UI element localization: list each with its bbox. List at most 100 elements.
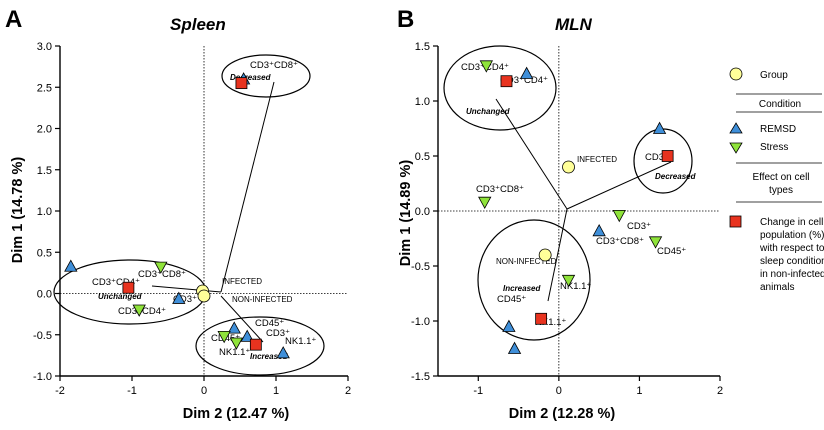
legend-effect-line-3: with respect to — [759, 243, 824, 254]
pa-point-11 — [217, 330, 231, 344]
line-b-decreased — [566, 161, 672, 210]
pa-ytick-label-1: -0.5 — [33, 330, 52, 342]
pa-xtick-label-1: -1 — [127, 385, 137, 397]
ellipse-b-unchanged — [443, 45, 557, 131]
pa-point-9 — [227, 321, 241, 334]
legend-effect-marker — [729, 215, 742, 228]
legend-condition-header: Condition — [759, 99, 801, 110]
label-a-nk-left: NK1.1⁺ — [219, 347, 250, 358]
pb-ytick-label-3: 0.0 — [415, 206, 430, 218]
label-a-unchanged: Unchanged — [98, 292, 143, 301]
panel-a-point-labels: CD3⁺CD8⁺ Decreased CD3⁺CD4⁺ CD3⁺CD8⁺ Unc… — [92, 60, 316, 361]
pa-xtick-label-3: 1 — [273, 385, 279, 397]
pb-point-9 — [648, 236, 663, 249]
line-b-unchanged — [495, 98, 568, 210]
pa-ytick-label-7: 2.5 — [37, 82, 52, 94]
label-b-unchanged: Unchanged — [466, 107, 511, 116]
pb-point-7 — [612, 209, 626, 223]
pa-ytick-label-8: 3.0 — [37, 41, 52, 53]
pa-point-10 — [240, 329, 254, 342]
label-b-cd3-top: CD3⁺ — [645, 152, 669, 163]
panel-b-ylabel: Dim 1 (14.89 %) — [398, 160, 414, 267]
pb-point-3 — [652, 121, 667, 134]
ellipse-a-decreased — [221, 54, 311, 98]
label-b-cd3-right: CD3⁺ — [627, 221, 651, 232]
pa-ytick-label-5: 1.5 — [37, 165, 52, 177]
pa-ytick-label-6: 2.0 — [37, 124, 52, 136]
pb-point-14 — [507, 341, 522, 354]
pa-xtick-label-4: 2 — [345, 385, 351, 397]
legend-effect-line-2: population (%) — [760, 230, 824, 241]
legend-effect-line-1: Change in cell — [760, 217, 823, 228]
label-b-cd45-right: CD45⁺ — [657, 246, 686, 257]
pb-xtick-label-0: -1 — [473, 385, 483, 397]
label-b-decreased: Decreased — [655, 172, 697, 181]
pb-point-8 — [592, 223, 606, 237]
legend-effect-header-2: types — [769, 185, 793, 196]
pa-point-4 — [122, 281, 135, 294]
label-a-nk-right: NK1.1⁺ — [285, 336, 316, 347]
legend-group-label: Group — [760, 70, 788, 81]
pb-point-12 — [535, 312, 548, 325]
pb-ytick-label-5: 1.0 — [415, 96, 430, 108]
label-a-cd3: CD3⁺ — [173, 294, 197, 305]
pa-ytick-label-0: -1.0 — [33, 371, 52, 383]
label-b-nk-bottom: NK1.1⁺ — [535, 317, 566, 328]
label-a-infected: INFECTED — [222, 277, 262, 286]
legend: Group Condition REMSD Stress Effect on c… — [729, 67, 824, 293]
line-a-increased — [220, 295, 264, 343]
legend-group-marker — [729, 67, 743, 81]
pa-point-3 — [154, 261, 168, 274]
label-b-infected: INFECTED — [577, 155, 617, 164]
connector-lines — [151, 81, 672, 343]
legend-effect-line-5: in non-infected — [760, 269, 824, 280]
pb-xtick-label-3: 2 — [717, 385, 723, 397]
line-a-unchanged — [151, 285, 222, 293]
label-b-cd45-left: CD45⁺ — [497, 294, 526, 305]
panel-a-title: Spleen — [170, 15, 226, 34]
pb-point-0 — [479, 60, 494, 73]
label-b-noninfected: NON-INFECTED — [496, 257, 557, 266]
chart-dynamic-layer: -1.0 -0.5 0.0 0.5 1.0 1.5 2.0 2.5 3.0 -2 -1 0 1 2 -1.5… — [33, 41, 723, 397]
label-b-cd3cd4-right: CD3⁺CD4⁺ — [500, 75, 548, 86]
pb-point-11 — [561, 274, 576, 288]
label-b-cd3cd8-right: CD3⁺CD8⁺ — [596, 236, 644, 247]
pa-ytick-label-2: 0.0 — [37, 289, 52, 301]
label-b-cd3cd8-left: CD3⁺CD8⁺ — [476, 184, 524, 195]
pb-xtick-label-1: 0 — [556, 385, 562, 397]
pb-point-13 — [502, 319, 516, 332]
pb-ytick-label-2: -0.5 — [411, 261, 430, 273]
label-a-noninfected: NON-INFECTED — [232, 295, 293, 304]
label-b-increased: Increased — [503, 284, 541, 293]
pa-point-1 — [235, 77, 248, 90]
label-a-cd3-right: CD3⁺ — [266, 328, 290, 339]
pb-ytick-label-4: 0.5 — [415, 151, 430, 163]
pa-point-13 — [249, 338, 262, 351]
label-a-cd3cd4-left: CD3⁺CD4⁺ — [92, 277, 140, 288]
pa-point-14 — [276, 346, 290, 359]
pa-ytick-label-4: 1.0 — [37, 206, 52, 218]
pb-ytick-label-0: -1.5 — [411, 371, 430, 383]
panel-b-point-labels: CD3⁺CD4⁺ CD3⁺CD4⁺ Unchanged CD3⁺ Decreas… — [461, 62, 697, 328]
pb-point-10 — [538, 248, 552, 262]
label-a-cd45-right: CD45⁺ — [255, 318, 284, 329]
pb-ytick-label-6: 1.5 — [415, 41, 430, 53]
pa-xtick-label-0: -2 — [55, 385, 65, 397]
label-a-cd3cd8-mid: CD3⁺CD8⁺ — [138, 269, 186, 280]
pa-point-5 — [172, 291, 186, 304]
line-a-decreased — [220, 81, 275, 293]
pa-point-8 — [197, 289, 211, 303]
legend-effect-header-1: Effect on cell — [752, 172, 809, 183]
line-b-increased — [547, 208, 568, 302]
legend-effect-line-4: sleep condition — [760, 256, 824, 267]
legend-effect-line-6: animals — [760, 282, 794, 293]
label-b-nk-right: NK1.1⁺ — [560, 281, 591, 292]
cluster-ellipses — [53, 45, 693, 376]
legend-stress-label: Stress — [760, 142, 788, 153]
panel-a-letter: A — [5, 6, 22, 33]
pb-point-6 — [478, 196, 492, 210]
pb-point-1 — [519, 66, 534, 79]
pb-point-2 — [500, 75, 513, 88]
pa-point-12 — [229, 337, 244, 350]
